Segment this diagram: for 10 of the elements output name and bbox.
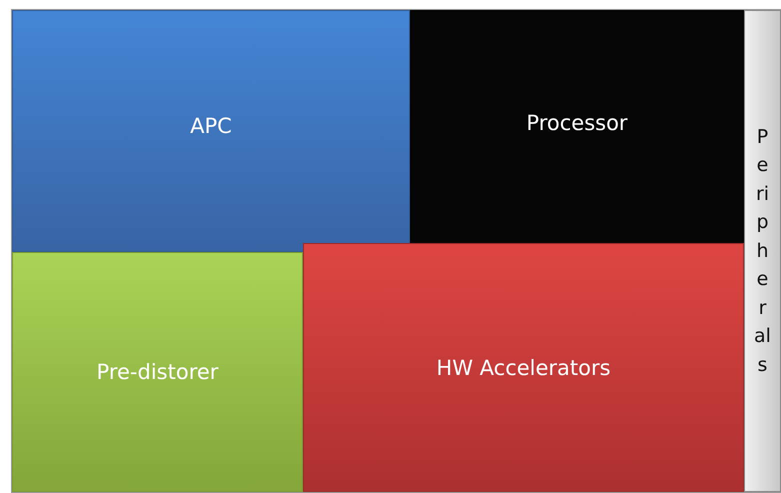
predistorer-block	[12, 252, 303, 492]
processor-block	[410, 10, 744, 246]
block-label: Pre-distorer	[96, 360, 218, 384]
accelerator-block	[303, 243, 744, 492]
block-label: Processor	[526, 111, 628, 135]
block-label: HW Accelerators	[436, 356, 611, 380]
block-label: Peripherals	[753, 124, 772, 378]
peripherals-block	[744, 10, 781, 492]
block-label: APC	[190, 114, 232, 138]
apc-block	[12, 10, 410, 252]
